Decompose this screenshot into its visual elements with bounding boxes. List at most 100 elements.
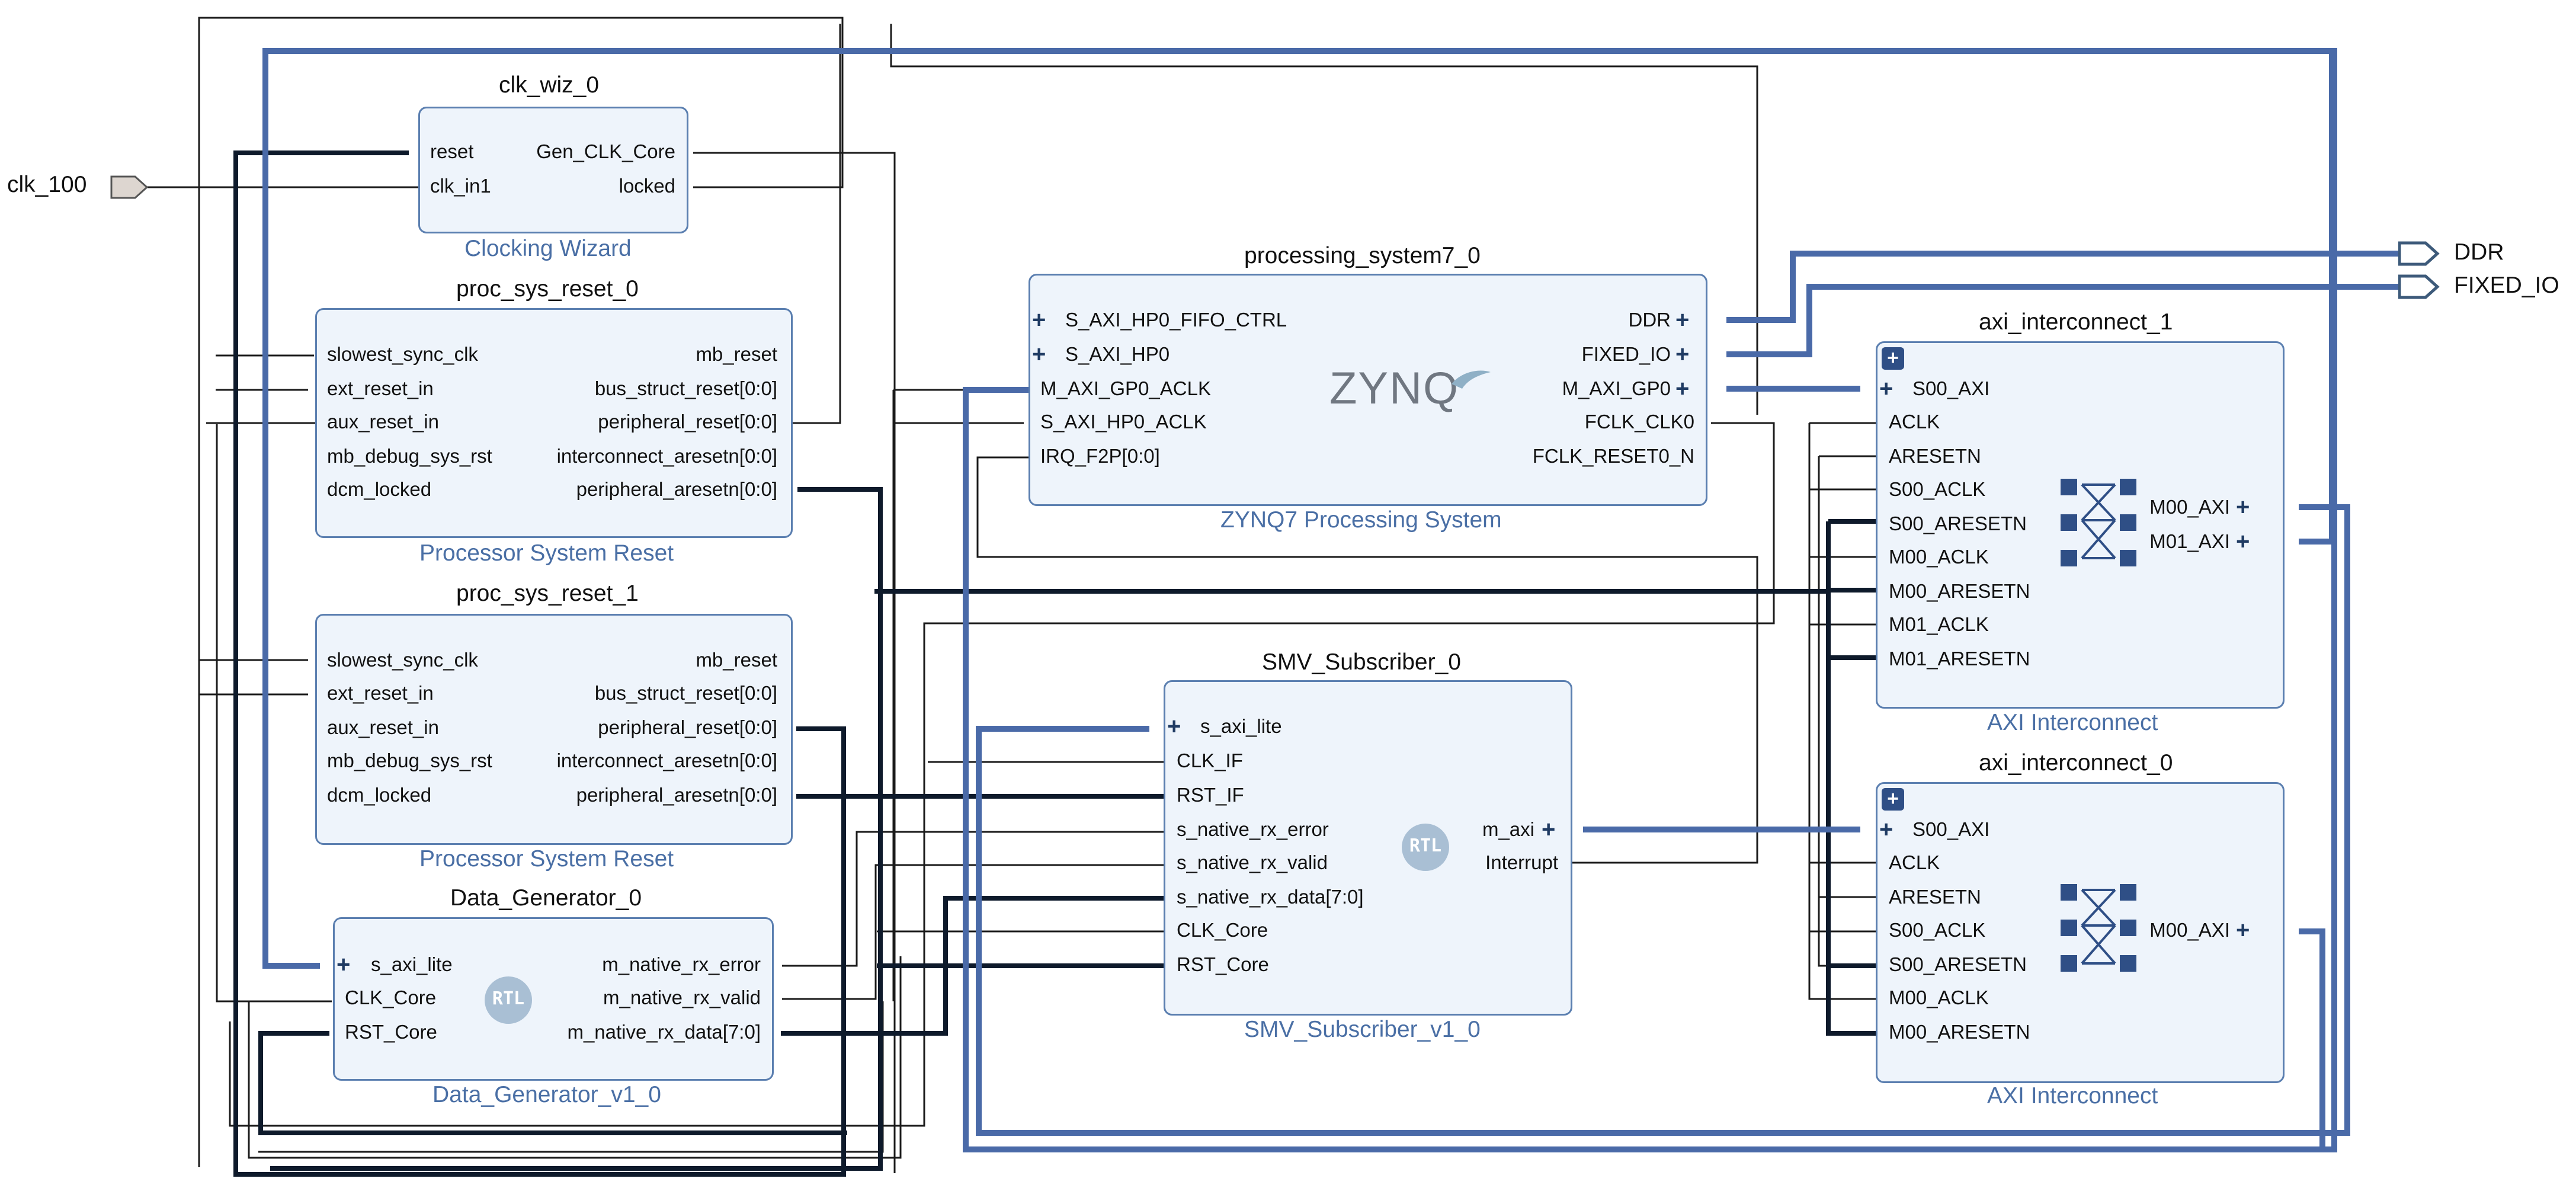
- psr0-pin-peripheral-aresetn[interactable]: peripheral_aresetn[0:0]: [576, 478, 777, 500]
- ps7-pin-fclk-reset0-n[interactable]: FCLK_RESET0_N: [1532, 445, 1694, 467]
- dg-ip-name: Data_Generator_v1_0: [432, 1082, 661, 1107]
- axi1-pin-s00-aclk[interactable]: S00_ACLK: [1889, 478, 1986, 500]
- axi1-pin-s00-aresetn[interactable]: S00_ARESETN: [1889, 513, 2027, 534]
- axi0-pin-s00-aresetn[interactable]: S00_ARESETN: [1889, 953, 2027, 975]
- psr0-pin-mb-reset[interactable]: mb_reset: [696, 343, 777, 365]
- ps7-pin-s-axi-hp0-aclk[interactable]: S_AXI_HP0_ACLK: [1040, 411, 1207, 433]
- clk-wiz-block[interactable]: [418, 107, 688, 233]
- psr1-pin-slowest-sync-clk[interactable]: slowest_sync_clk: [327, 649, 478, 671]
- psr0-pin-mb-debug-sys-rst[interactable]: mb_debug_sys_rst: [327, 445, 492, 467]
- dg-pin-m-native-rx-data[interactable]: m_native_rx_data[7:0]: [567, 1021, 761, 1043]
- axi0-m00-axi-expand-icon[interactable]: +: [2236, 917, 2250, 943]
- dg-s-axi-lite-expand-icon[interactable]: +: [337, 952, 351, 978]
- axi1-pin-m00-aclk[interactable]: M00_ACLK: [1889, 546, 1989, 568]
- axi1-pin-m01-aclk[interactable]: M01_ACLK: [1889, 613, 1989, 635]
- dg-pin-clk-core[interactable]: CLK_Core: [345, 987, 437, 1008]
- ext-port-fixed-io-icon[interactable]: [2398, 274, 2440, 300]
- dg-pin-s-axi-lite[interactable]: s_axi_lite: [371, 953, 453, 975]
- axi1-m01-axi-expand-icon[interactable]: +: [2236, 529, 2250, 555]
- ext-port-clk-100-icon[interactable]: [110, 174, 148, 200]
- psr1-pin-mb-reset[interactable]: mb_reset: [696, 649, 777, 671]
- psr0-pin-slowest-sync-clk[interactable]: slowest_sync_clk: [327, 343, 478, 365]
- psr1-pin-dcm-locked[interactable]: dcm_locked: [327, 784, 432, 806]
- psr1-pin-mb-debug-sys-rst[interactable]: mb_debug_sys_rst: [327, 750, 492, 771]
- psr1-pin-bus-struct-reset[interactable]: bus_struct_reset[0:0]: [594, 682, 777, 704]
- ps7-pin-s-axi-hp0[interactable]: S_AXI_HP0: [1065, 343, 1170, 365]
- psr0-pin-interconnect-aresetn[interactable]: interconnect_aresetn[0:0]: [556, 445, 777, 467]
- smv-pin-m-axi[interactable]: m_axi: [1482, 818, 1534, 840]
- ps7-pin-m-axi-gp0-aclk[interactable]: M_AXI_GP0_ACLK: [1040, 377, 1211, 399]
- axi1-pin-aclk[interactable]: ACLK: [1889, 411, 1940, 433]
- smv-block[interactable]: [1164, 680, 1572, 1016]
- smv-m-axi-expand-icon[interactable]: +: [1542, 816, 1556, 843]
- axi1-pin-s00-axi[interactable]: S00_AXI: [1912, 377, 1990, 399]
- zynq-logo: ZYNQ: [1329, 363, 1460, 414]
- psr0-pin-ext-reset-in[interactable]: ext_reset_in: [327, 377, 434, 399]
- axi0-pin-s00-axi[interactable]: S00_AXI: [1912, 818, 1990, 840]
- psr1-block[interactable]: [315, 614, 793, 845]
- clk-wiz-pin-gen-clk-core[interactable]: Gen_CLK_Core: [536, 140, 675, 162]
- ps7-m-axi-gp0-expand-icon[interactable]: +: [1675, 376, 1690, 402]
- ps7-pin-s-axi-hp0-fifo-ctrl[interactable]: S_AXI_HP0_FIFO_CTRL: [1065, 309, 1287, 331]
- ps7-block[interactable]: [1029, 274, 1707, 506]
- psr1-pin-ext-reset-in[interactable]: ext_reset_in: [327, 682, 434, 704]
- smv-pin-clk-core[interactable]: CLK_Core: [1177, 919, 1268, 941]
- axi1-pin-m00-axi[interactable]: M00_AXI: [2149, 496, 2230, 518]
- net-smv-error: [782, 831, 1165, 967]
- axi0-pin-aresetn[interactable]: ARESETN: [1889, 886, 1981, 908]
- psr1-pin-interconnect-aresetn[interactable]: interconnect_aresetn[0:0]: [556, 750, 777, 771]
- clk-wiz-pin-locked[interactable]: locked: [619, 175, 675, 197]
- psr0-pin-aux-reset-in[interactable]: aux_reset_in: [327, 411, 439, 433]
- axi0-pin-s00-aclk[interactable]: S00_ACLK: [1889, 919, 1986, 941]
- axi1-pin-m00-aresetn[interactable]: M00_ARESETN: [1889, 580, 2030, 602]
- smv-pin-s-native-rx-error[interactable]: s_native_rx_error: [1177, 818, 1329, 840]
- ps7-fixed-io-expand-icon[interactable]: +: [1675, 341, 1690, 367]
- dg-block[interactable]: [333, 917, 774, 1081]
- smv-pin-s-native-rx-data[interactable]: s_native_rx_data[7:0]: [1177, 886, 1364, 908]
- psr0-pin-peripheral-reset[interactable]: peripheral_reset[0:0]: [598, 411, 777, 433]
- dg-pin-rst-core[interactable]: RST_Core: [345, 1021, 437, 1043]
- smv-s-axi-lite-expand-icon[interactable]: +: [1167, 713, 1181, 739]
- axi0-pin-m00-axi[interactable]: M00_AXI: [2149, 919, 2230, 941]
- ps7-pin-ddr[interactable]: DDR: [1628, 309, 1671, 331]
- axi1-s00-axi-expand-icon[interactable]: +: [1879, 376, 1893, 402]
- axi1-pin-aresetn[interactable]: ARESETN: [1889, 445, 1981, 467]
- ps7-ddr-expand-icon[interactable]: +: [1675, 307, 1690, 333]
- clk-wiz-pin-reset[interactable]: reset: [430, 140, 474, 162]
- psr0-pin-bus-struct-reset[interactable]: bus_struct_reset[0:0]: [594, 377, 777, 399]
- axi0-expand-button[interactable]: +: [1882, 788, 1904, 811]
- axi1-pin-m01-aresetn[interactable]: M01_ARESETN: [1889, 648, 2030, 670]
- axi1-m00-axi-expand-icon[interactable]: +: [2236, 494, 2250, 520]
- axi0-pin-aclk[interactable]: ACLK: [1889, 851, 1940, 873]
- bus-axi0-m00: [2299, 928, 2325, 1149]
- axi0-pin-m00-aclk[interactable]: M00_ACLK: [1889, 987, 1989, 1008]
- dg-pin-m-native-rx-error[interactable]: m_native_rx_error: [602, 953, 761, 975]
- axi0-s00-axi-expand-icon[interactable]: +: [1879, 816, 1893, 843]
- psr1-pin-peripheral-aresetn[interactable]: peripheral_aresetn[0:0]: [576, 784, 777, 806]
- axi0-block[interactable]: [1876, 782, 2285, 1083]
- ps7-pin-irq-f2p[interactable]: IRQ_F2P[0:0]: [1040, 445, 1160, 467]
- ps7-s-axi-hp0-expand-icon[interactable]: +: [1032, 341, 1046, 367]
- psr1-pin-aux-reset-in[interactable]: aux_reset_in: [327, 716, 439, 738]
- ps7-pin-fixed-io[interactable]: FIXED_IO: [1581, 343, 1671, 365]
- axi1-expand-button[interactable]: +: [1882, 347, 1904, 370]
- axi0-pin-m00-aresetn[interactable]: M00_ARESETN: [1889, 1021, 2030, 1043]
- smv-pin-rst-if[interactable]: RST_IF: [1177, 784, 1244, 806]
- smv-pin-clk-if[interactable]: CLK_IF: [1177, 750, 1243, 771]
- clk-wiz-pin-clk-in1[interactable]: clk_in1: [430, 175, 491, 197]
- axi1-pin-m01-axi[interactable]: M01_AXI: [2149, 530, 2230, 552]
- ext-port-ddr-icon[interactable]: [2398, 241, 2440, 267]
- dg-pin-m-native-rx-valid[interactable]: m_native_rx_valid: [603, 987, 761, 1008]
- smv-pin-s-native-rx-valid[interactable]: s_native_rx_valid: [1177, 851, 1328, 873]
- smv-pin-s-axi-lite[interactable]: s_axi_lite: [1200, 715, 1282, 737]
- psr0-pin-dcm-locked[interactable]: dcm_locked: [327, 478, 432, 500]
- psr0-block[interactable]: [315, 308, 793, 538]
- ps7-pin-m-axi-gp0[interactable]: M_AXI_GP0: [1562, 377, 1671, 399]
- ps7-s-axi-hp0-fifo-ctrl-expand-icon[interactable]: +: [1032, 307, 1046, 333]
- psr1-pin-peripheral-reset[interactable]: peripheral_reset[0:0]: [598, 716, 777, 738]
- ps7-pin-fclk-clk0[interactable]: FCLK_CLK0: [1584, 411, 1694, 433]
- smv-pin-rst-core[interactable]: RST_Core: [1177, 953, 1269, 975]
- smv-pin-interrupt[interactable]: Interrupt: [1485, 851, 1558, 873]
- axi1-block[interactable]: [1876, 341, 2285, 709]
